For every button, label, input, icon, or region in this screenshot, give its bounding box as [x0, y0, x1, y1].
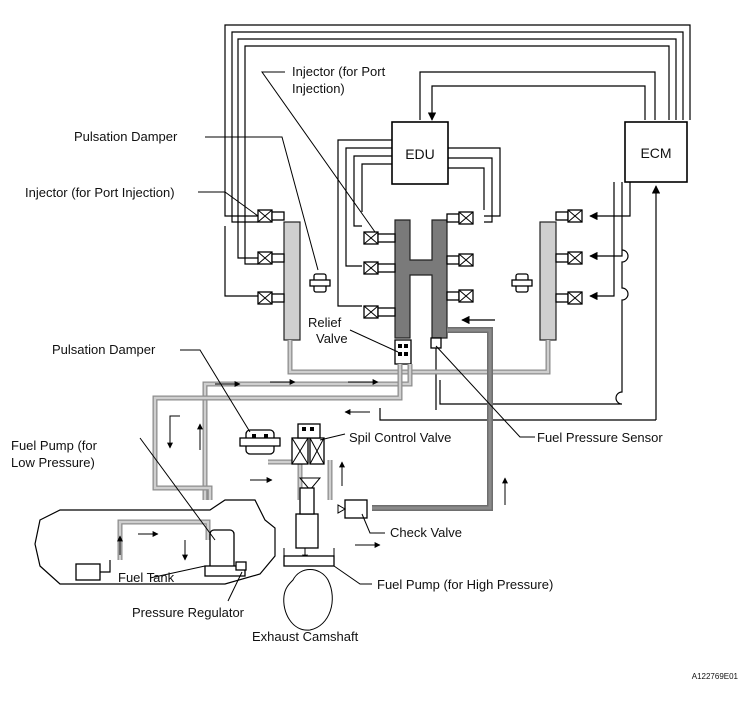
- injector-direct-right-1: [446, 211, 474, 225]
- ecm-box: ECM: [624, 121, 688, 183]
- injector-port-right-1: [555, 209, 583, 223]
- injector-direct-right-2: [446, 253, 474, 267]
- high-pressure-line: [372, 327, 493, 511]
- labels: Injector (for Port Injection) Pulsation …: [11, 64, 739, 681]
- injector-direct-left-3: [363, 305, 396, 319]
- injector-port-left-2: [257, 251, 285, 265]
- fuel-tank-label: Fuel Tank: [118, 570, 175, 585]
- high-pressure-pump: [283, 477, 335, 631]
- spill-control-valve-label: Spil Control Valve: [349, 430, 451, 445]
- flow-arrows: [117, 379, 508, 561]
- pulsation-damper-top-label: Pulsation Damper: [74, 129, 178, 144]
- edu-label: EDU: [405, 146, 435, 162]
- fuel-pressure-sensor: [430, 337, 442, 349]
- injector-port-right-2: [555, 251, 583, 265]
- figure-code: A122769E01: [692, 672, 739, 681]
- exhaust-camshaft-label: Exhaust Camshaft: [252, 629, 359, 644]
- rail-pulsation-dampers: [309, 273, 533, 293]
- spill-control-valve: [291, 423, 325, 465]
- relief-valve: [394, 339, 412, 365]
- fuel-pressure-sensor-label: Fuel Pressure Sensor: [537, 430, 663, 445]
- right-port-rail: [539, 221, 557, 341]
- fuel-pump-high-label: Fuel Pump (for High Pressure): [377, 577, 553, 592]
- injector-direct-left-2: [363, 261, 396, 275]
- edu-box: EDU: [391, 121, 449, 185]
- pulsation-damper-mid-label: Pulsation Damper: [52, 342, 156, 357]
- injector-port-label-line1: Injector (for Port: [292, 64, 386, 79]
- high-pressure-rail: [394, 219, 448, 339]
- injector-direct-label: Injector (for Port Injection): [25, 185, 175, 200]
- pulsation-damper-body: [239, 429, 281, 455]
- injector-direct-right-3: [446, 289, 474, 303]
- injector-port-left-3: [257, 291, 285, 305]
- fuel-pump-low-label-line1: Fuel Pump (for: [11, 438, 98, 453]
- relief-valve-label-line1: Relief: [308, 315, 342, 330]
- left-port-rail: [283, 221, 301, 341]
- pressure-regulator-label: Pressure Regulator: [132, 605, 245, 620]
- injectors: [257, 209, 583, 319]
- check-valve-body: [337, 499, 368, 519]
- wiring: [224, 24, 691, 421]
- fuel-pump-low-label-line2: Low Pressure): [11, 455, 95, 470]
- injector-port-left-1: [257, 209, 285, 223]
- leader-lines: [139, 71, 535, 602]
- ecm-label: ECM: [640, 145, 671, 161]
- injector-port-label-line2: Injection): [292, 81, 345, 96]
- injector-port-right-3: [555, 291, 583, 305]
- relief-valve-label-line2: Valve: [316, 331, 348, 346]
- injector-direct-left-1: [363, 231, 396, 245]
- fuel-rails: [283, 219, 557, 341]
- low-pressure-lines: [117, 340, 551, 560]
- check-valve-label: Check Valve: [390, 525, 462, 540]
- fuel-tank: [34, 499, 276, 585]
